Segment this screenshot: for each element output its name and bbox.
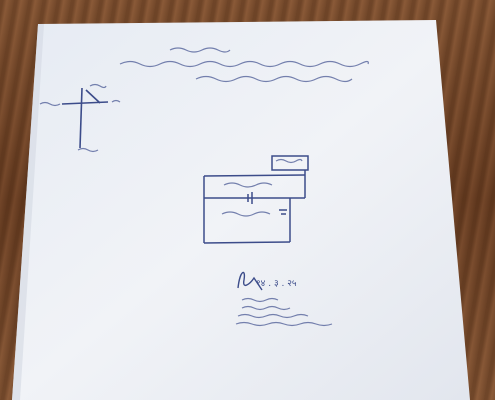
stamp-line-4-scribble — [235, 321, 333, 327]
header-line-2-scribble — [195, 75, 353, 83]
diagonal-line — [85, 89, 101, 104]
circuit-sketch — [203, 155, 309, 244]
vertical-axis-line — [79, 87, 83, 149]
stamp-line-1-scribble — [241, 297, 279, 303]
stamp-line-3-scribble — [237, 313, 309, 319]
handwriting-lines — [39, 47, 369, 327]
east-label-scribble — [111, 99, 121, 103]
stamp-line-2-scribble — [241, 305, 291, 311]
upper-wire — [203, 174, 306, 177]
south-label-scribble — [77, 147, 99, 153]
west-label-scribble — [39, 101, 61, 107]
middle-label-scribble — [223, 182, 273, 188]
signature-stroke — [237, 271, 263, 291]
bottom-wire — [203, 241, 291, 244]
north-label-scribble — [89, 83, 107, 89]
header-line-1-scribble — [119, 60, 369, 68]
paper-surface — [12, 20, 470, 400]
top-box-label-scribble — [275, 158, 303, 164]
header-title-scribble — [169, 47, 231, 53]
lower-label-scribble — [221, 211, 271, 217]
signature-date: १४ . ३ . २५ — [256, 279, 297, 289]
top-box — [271, 155, 309, 171]
signature — [237, 271, 263, 291]
paper-shadow — [12, 24, 44, 400]
direction-sketch — [61, 87, 109, 149]
